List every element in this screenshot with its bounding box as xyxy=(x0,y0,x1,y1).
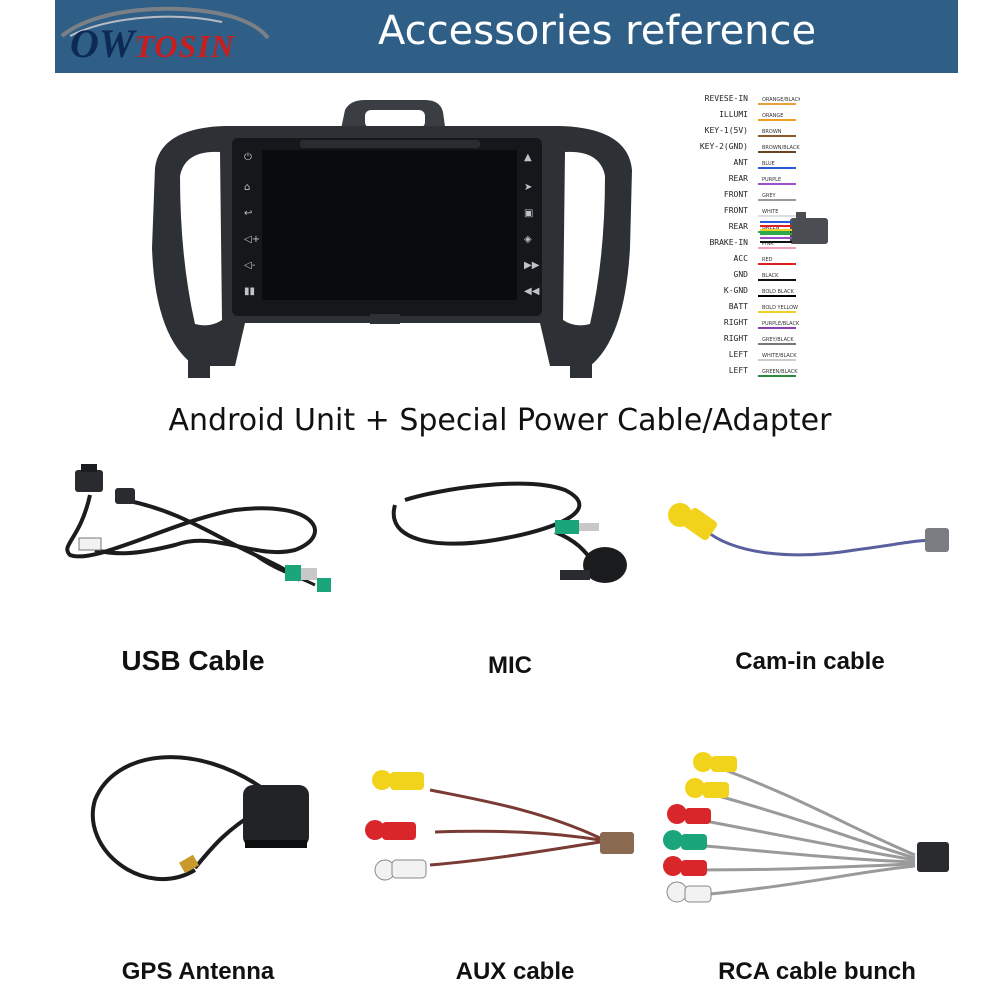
wiring-diagram: REVESE-IN ORANGE/BLACK ILLUMI ORANGE KEY-1(5… xyxy=(700,88,800,385)
rca-cable-bunch-label: RCA cable bunch xyxy=(718,958,916,985)
wire-function-label: KEY-2(GND) xyxy=(700,142,748,151)
wire-function-label: LEFT xyxy=(729,350,748,359)
mic-label: MIC xyxy=(488,652,532,679)
wire-row: REAR PURPLE xyxy=(729,174,796,185)
wire-function-label: BRAKE-IN xyxy=(709,238,748,247)
wire-color-label: GREEN/BLACK xyxy=(762,369,798,375)
wire-row: REVESE-IN ORANGE/BLACK xyxy=(705,94,800,105)
brand-wordmark: OWTOSIN xyxy=(70,21,235,66)
page-title: Accessories reference xyxy=(378,8,817,54)
aux-cable-image xyxy=(365,770,634,881)
wire-function-label: ANT xyxy=(734,158,749,167)
wire-function-label: ACC xyxy=(734,254,749,263)
svg-text:⏻: ⏻ xyxy=(244,152,252,163)
wire-color-label: ORANGE/BLACK xyxy=(762,97,800,103)
wire-function-label: REAR xyxy=(729,222,748,231)
svg-text:◀◀: ◀◀ xyxy=(524,286,540,297)
android-head-unit-image: ⏻ ⌂ ↩ ◁+ ◁- ▮▮ ▲ ➤ ▣ ◈ ▶▶ ◀◀ xyxy=(152,100,632,378)
wire-row: RIGHT GREY/BLACK xyxy=(724,334,796,345)
wire-row: REAR GREEN xyxy=(729,222,796,233)
wire-row: BATT BOLD YELLOW xyxy=(729,302,798,313)
wire-function-label: K-GND xyxy=(724,286,748,295)
gps-antenna-image xyxy=(90,755,309,882)
brand-logo xyxy=(60,6,270,40)
wire-function-label: FRONT xyxy=(724,206,748,215)
wire-function-label: ILLUMI xyxy=(719,110,748,119)
usb-cable-label: USB Cable xyxy=(121,645,265,676)
wire-color-label: PURPLE/BLACK xyxy=(762,321,800,327)
rca-cable-bunch-image xyxy=(663,752,949,903)
wire-function-label: LEFT xyxy=(729,366,748,375)
wire-row: BRAKE-IN PINK xyxy=(709,238,796,249)
svg-text:↩: ↩ xyxy=(244,208,252,219)
wire-color-label: WHITE xyxy=(762,209,778,215)
wire-row: FRONT WHITE xyxy=(724,206,796,217)
wire-color-label: GREY/BLACK xyxy=(762,337,794,343)
wire-function-label: RIGHT xyxy=(724,318,748,327)
wire-color-label: BLACK xyxy=(762,273,779,279)
wire-color-label: PURPLE xyxy=(762,177,781,183)
wire-function-label: BATT xyxy=(729,302,748,311)
wire-row: LEFT GREEN/BLACK xyxy=(729,366,798,377)
svg-text:◁-: ◁- xyxy=(244,260,256,271)
cam-in-cable-image xyxy=(668,503,949,557)
wire-function-label: FRONT xyxy=(724,190,748,199)
wire-color-label: GREY xyxy=(762,193,777,199)
wire-color-label: WHITE/BLACK xyxy=(762,353,797,359)
wire-function-label: REVESE-IN xyxy=(705,94,749,103)
wire-color-label: BOLD BLACK xyxy=(762,289,795,295)
wire-color-label: BROWN xyxy=(762,129,782,135)
wire-row: GND BLACK xyxy=(734,270,796,281)
svg-text:◁+: ◁+ xyxy=(244,234,260,245)
mic-image xyxy=(391,481,627,583)
gps-antenna-label: GPS Antenna xyxy=(121,958,275,985)
wire-row: KEY-1(5V) BROWN xyxy=(705,126,796,137)
wire-color-label: RED xyxy=(762,257,773,263)
svg-text:➤: ➤ xyxy=(524,182,532,193)
head-unit-caption: Android Unit + Special Power Cable/Adapt… xyxy=(168,403,832,438)
cam-in-cable-label: Cam-in cable xyxy=(735,648,885,675)
wire-row: ILLUMI ORANGE xyxy=(719,110,796,121)
wire-color-label: BOLD YELLOW xyxy=(762,305,798,311)
wire-row: FRONT GREY xyxy=(724,190,796,201)
wire-color-label: ORANGE xyxy=(762,113,783,119)
wire-color-label: BROWN/BLACK xyxy=(762,145,800,151)
wire-function-label: KEY-1(5V) xyxy=(705,126,748,135)
wire-row: ACC RED xyxy=(734,254,796,265)
wire-row: KEY-2(GND) BROWN/BLACK xyxy=(700,142,800,153)
svg-text:◈: ◈ xyxy=(524,234,532,245)
wire-color-label: GREEN xyxy=(762,225,780,231)
wire-function-label: REAR xyxy=(729,174,748,183)
svg-text:▣: ▣ xyxy=(524,208,533,219)
wire-color-label: BLUE xyxy=(762,161,775,167)
usb-cable-image xyxy=(65,464,331,592)
wire-function-label: RIGHT xyxy=(724,334,748,343)
wire-row: RIGHT PURPLE/BLACK xyxy=(724,318,800,329)
aux-cable-label: AUX cable xyxy=(455,958,575,985)
wire-function-label: GND xyxy=(734,270,749,279)
harness-connector xyxy=(760,212,828,244)
svg-text:▮▮: ▮▮ xyxy=(244,286,255,297)
svg-text:▲: ▲ xyxy=(524,152,532,163)
wire-row: K-GND BOLD BLACK xyxy=(724,286,796,297)
svg-text:▶▶: ▶▶ xyxy=(524,260,540,271)
svg-text:⌂: ⌂ xyxy=(244,182,250,193)
wire-row: ANT BLUE xyxy=(734,158,796,169)
wire-row: LEFT WHITE/BLACK xyxy=(729,350,797,361)
wire-color-label: PINK xyxy=(762,241,774,247)
